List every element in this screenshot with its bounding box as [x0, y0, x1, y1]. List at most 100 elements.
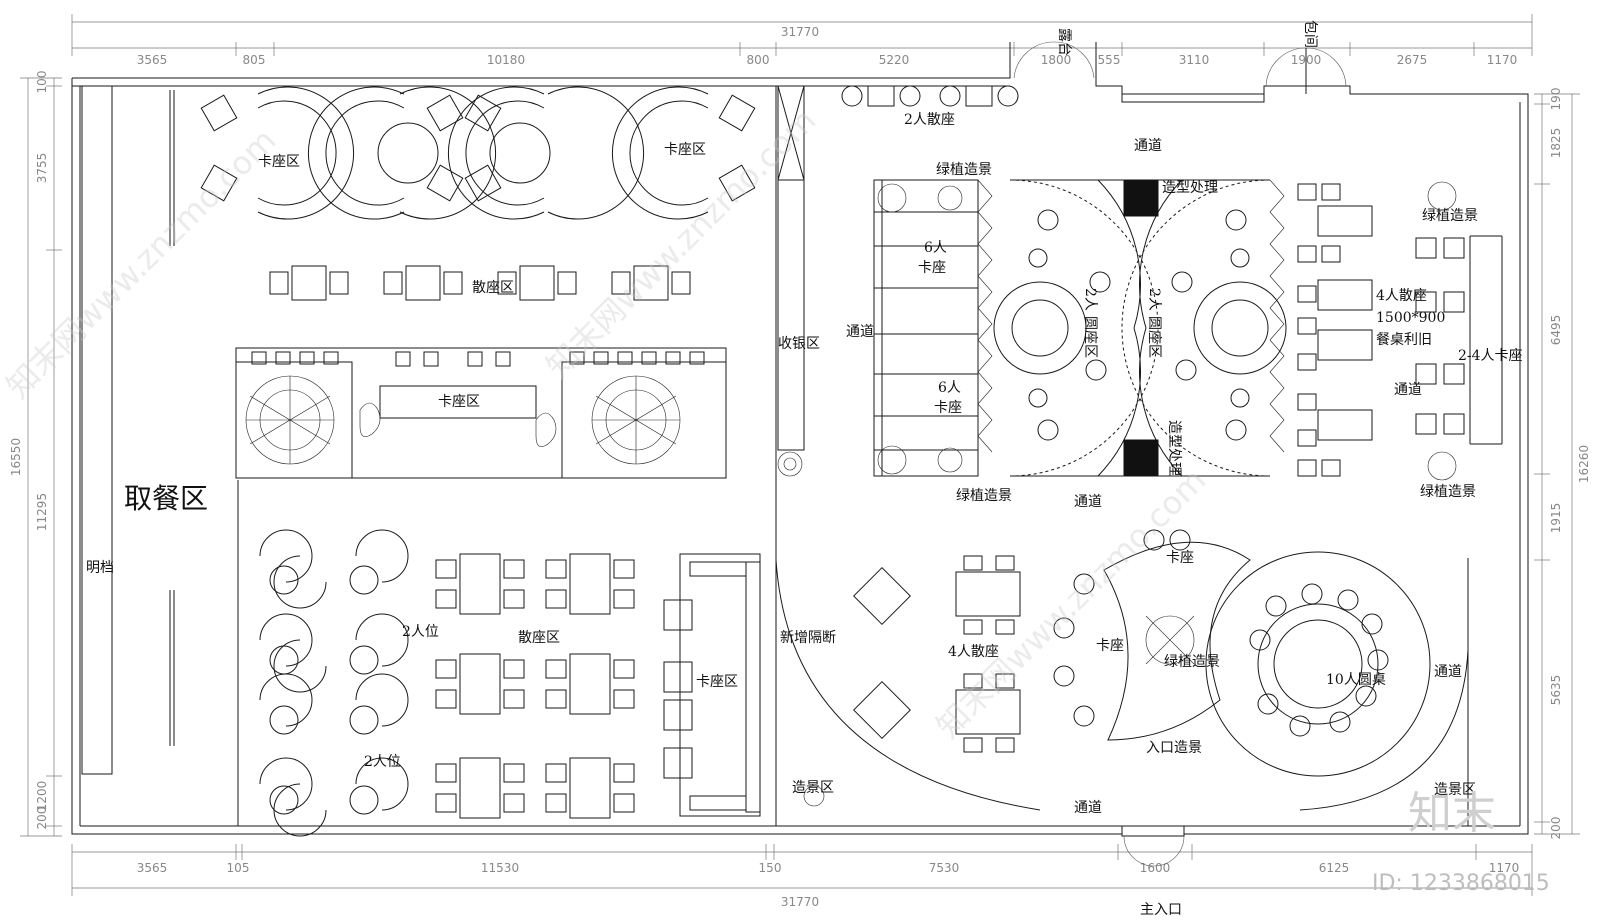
l-shape-sofa: [663, 553, 761, 817]
label-pickup-area: 取餐区: [124, 482, 208, 515]
label-feature: 造型处理: [1162, 180, 1218, 196]
dim-bottom-seg: 6125: [1319, 861, 1350, 875]
label-main-entrance: 主入口: [1140, 902, 1182, 918]
label-feature: 造型处理: [1166, 420, 1182, 476]
dim-bottom-total: 31770: [781, 895, 819, 909]
label-private-room: 包间: [1302, 20, 1318, 48]
label-two-person: 2人: [1082, 288, 1098, 311]
left-dimensions: [20, 77, 62, 837]
greenery-strip-icon: [877, 179, 1457, 481]
label-greenery: 绿植造景: [1164, 654, 1220, 670]
label-two-four-booth: 2-4人卡座: [1458, 348, 1523, 364]
label-booth-area: 卡座区: [438, 394, 480, 410]
scatter-tables-row: [251, 265, 705, 367]
label-round-seating: 圆座区: [1146, 316, 1162, 358]
plant-icon: [245, 375, 803, 477]
label-ten-person-table: 10人圆桌: [1326, 672, 1386, 688]
label-booth: 卡座: [918, 260, 946, 276]
label-entrance-feature: 入口造景: [1146, 740, 1202, 756]
dim-bottom-seg: 105: [227, 861, 250, 875]
label-two-person: 2人: [1146, 288, 1162, 311]
label-terrace: 露台: [1056, 28, 1072, 56]
diagonal-tables: [853, 555, 1021, 753]
entrance-feature: [803, 529, 1431, 807]
label-landscape-area: 造景区: [1434, 782, 1476, 798]
label-aisle: 通道: [1074, 494, 1102, 510]
six-seat-booths: [873, 179, 979, 477]
label-two-seat-scatter: 2人散座: [904, 112, 955, 128]
label-booth: 卡座: [1166, 550, 1194, 566]
dim-top-seg: 805: [243, 53, 266, 67]
dim-top-seg: 3565: [137, 53, 168, 67]
label-aisle: 通道: [846, 324, 874, 340]
label-greenery: 绿植造景: [956, 488, 1012, 504]
label-six-person: 6人: [938, 380, 961, 396]
four-seat-tables: [435, 553, 635, 819]
label-open-counter: 明档: [86, 560, 114, 576]
dim-left-seg: 200: [35, 807, 49, 830]
label-scatter-area: 散座区: [518, 630, 560, 646]
dim-right-seg: 200: [1549, 817, 1563, 840]
label-two-seat: 2人位: [402, 624, 439, 640]
dim-top-seg: 555: [1098, 53, 1121, 67]
dim-right-seg: 5635: [1549, 675, 1563, 706]
dim-right-seg: 1825: [1549, 128, 1563, 159]
label-greenery: 绿植造景: [1422, 208, 1478, 224]
bottom-dimensions: [71, 844, 1533, 896]
label-round-seating: 圆座区: [1082, 316, 1098, 358]
label-six-person: 6人: [924, 240, 947, 256]
booth-area-top-left: [200, 86, 756, 220]
dim-bottom-seg: 11530: [481, 861, 519, 875]
label-booth: 卡座: [934, 400, 962, 416]
dim-top-total: 31770: [781, 25, 819, 39]
label-aisle: 通道: [1394, 382, 1422, 398]
label-booth-area: 卡座区: [664, 142, 706, 158]
label-four-seat-scatter: 4人散座: [1376, 288, 1427, 304]
label-aisle: 通道: [1434, 664, 1462, 680]
top-dimensions: [71, 14, 1533, 56]
dim-left-seg: 3755: [35, 153, 49, 184]
label-reuse-tables: 餐桌利旧: [1376, 332, 1432, 348]
dim-top-seg: 10180: [487, 53, 525, 67]
partitions: [81, 85, 1503, 826]
dim-right-seg: 6495: [1549, 315, 1563, 346]
dim-bottom-seg: 7530: [929, 861, 960, 875]
dim-bottom-seg: 1170: [1489, 861, 1520, 875]
label-greenery: 绿植造景: [936, 162, 992, 178]
right-dimensions: [1534, 93, 1580, 835]
dim-top-seg: 2675: [1397, 53, 1428, 67]
dim-top-seg: 3110: [1179, 53, 1210, 67]
label-booth-area: 卡座区: [258, 154, 300, 170]
brand-logo: 知末: [1408, 788, 1496, 839]
two-seat-scatter-top: [841, 85, 1019, 107]
four-seat-scatter-right: [1297, 183, 1465, 477]
label-two-seat: 2人位: [364, 754, 401, 770]
dim-bottom-seg: 3565: [137, 861, 168, 875]
label-cashier: 收银区: [778, 336, 820, 352]
label-four-seat-scatter: 4人散座: [948, 644, 999, 660]
label-table-size: 1500*900: [1376, 310, 1445, 326]
dim-bottom-seg: 1600: [1140, 861, 1171, 875]
two-seat-booths: [259, 529, 409, 837]
dim-top-seg: 1800: [1041, 53, 1072, 67]
dim-bottom-seg: 150: [759, 861, 782, 875]
image-id: ID: 1233868015: [1372, 871, 1550, 896]
dim-top-seg: 1170: [1487, 53, 1518, 67]
label-greenery: 绿植造景: [1420, 484, 1476, 500]
dim-top-seg: 800: [747, 53, 770, 67]
label-booth: 卡座: [1096, 638, 1124, 654]
round-seating-zone: [993, 179, 1287, 477]
dim-left-seg: 11295: [35, 493, 49, 531]
dim-top-seg: 5220: [879, 53, 910, 67]
dim-right-seg: 190: [1549, 88, 1563, 111]
label-scatter-area: 散座区: [472, 280, 514, 296]
label-aisle: 通道: [1134, 138, 1162, 154]
label-aisle: 通道: [1074, 800, 1102, 816]
label-new-partition: 新增隔断: [780, 630, 836, 646]
dim-left-seg: 100: [35, 71, 49, 94]
dim-right-total: 16260: [1577, 445, 1591, 483]
dim-right-seg: 1915: [1549, 503, 1563, 534]
dim-left-seg: 1200: [35, 781, 49, 812]
dim-left-total: 16550: [9, 438, 23, 476]
